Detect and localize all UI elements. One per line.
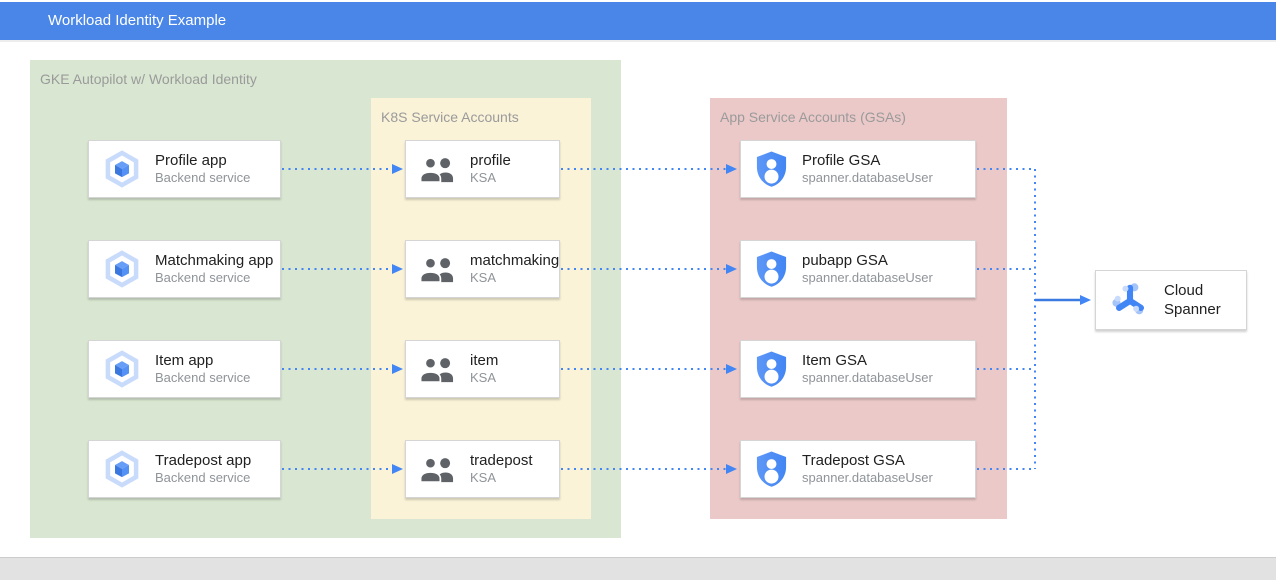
node-subtitle: KSA (470, 470, 497, 486)
node-title: pubapp GSA (802, 251, 888, 269)
people-group-icon (419, 456, 457, 483)
gsa-container-label: App Service Accounts (GSAs) (720, 109, 906, 125)
node-subtitle: spanner.databaseUser (802, 170, 933, 186)
gke-hexagon-icon (102, 249, 142, 289)
node-subtitle: KSA (470, 270, 497, 286)
bottom-strip (0, 557, 1276, 580)
gke-hexagon-icon (102, 349, 142, 389)
people-group-icon (419, 156, 457, 183)
shield-person-icon (754, 350, 789, 388)
page-title: Workload Identity Example (48, 12, 227, 29)
cloud-spanner-icon (1109, 279, 1151, 321)
node-title: Item GSA (802, 351, 868, 369)
node-title: Cloud (1164, 281, 1204, 299)
shield-person-icon (754, 250, 789, 288)
node-subtitle: Backend service (155, 370, 251, 386)
node-title: Matchmaking app (155, 251, 274, 269)
node-subtitle: Backend service (155, 470, 251, 486)
node-title: Tradepost GSA (802, 451, 905, 469)
node-subtitle: spanner.databaseUser (802, 270, 933, 286)
node-subtitle: Backend service (155, 170, 251, 186)
node-subtitle: Backend service (155, 270, 251, 286)
node-title: item (470, 351, 499, 369)
node-subtitle: KSA (470, 170, 497, 186)
node-subtitle: spanner.databaseUser (802, 470, 933, 486)
node-subtitle: spanner.databaseUser (802, 370, 933, 386)
gke-hexagon-icon (102, 449, 142, 489)
node-title: Profile GSA (802, 151, 881, 169)
shield-person-icon (754, 450, 789, 488)
gke-hexagon-icon (102, 149, 142, 189)
node-title: Tradepost app (155, 451, 252, 469)
cloud-spanner-node: Cloud Spanner (1095, 270, 1247, 330)
node-title: Spanner (1164, 301, 1221, 318)
header-divider (0, 40, 1276, 42)
people-group-icon (419, 356, 457, 383)
gke-container-label: GKE Autopilot w/ Workload Identity (40, 71, 257, 87)
people-group-icon (419, 256, 457, 283)
shield-person-icon (754, 150, 789, 188)
node-title: Profile app (155, 151, 227, 169)
node-title: profile (470, 151, 511, 169)
node-subtitle: KSA (470, 370, 497, 386)
node-title: Item app (155, 351, 214, 369)
node-title: matchmaking (470, 251, 560, 269)
ksa-container-label: K8S Service Accounts (381, 109, 519, 125)
node-title: tradepost (470, 451, 533, 469)
title-bar: Workload Identity Example (0, 2, 1276, 40)
